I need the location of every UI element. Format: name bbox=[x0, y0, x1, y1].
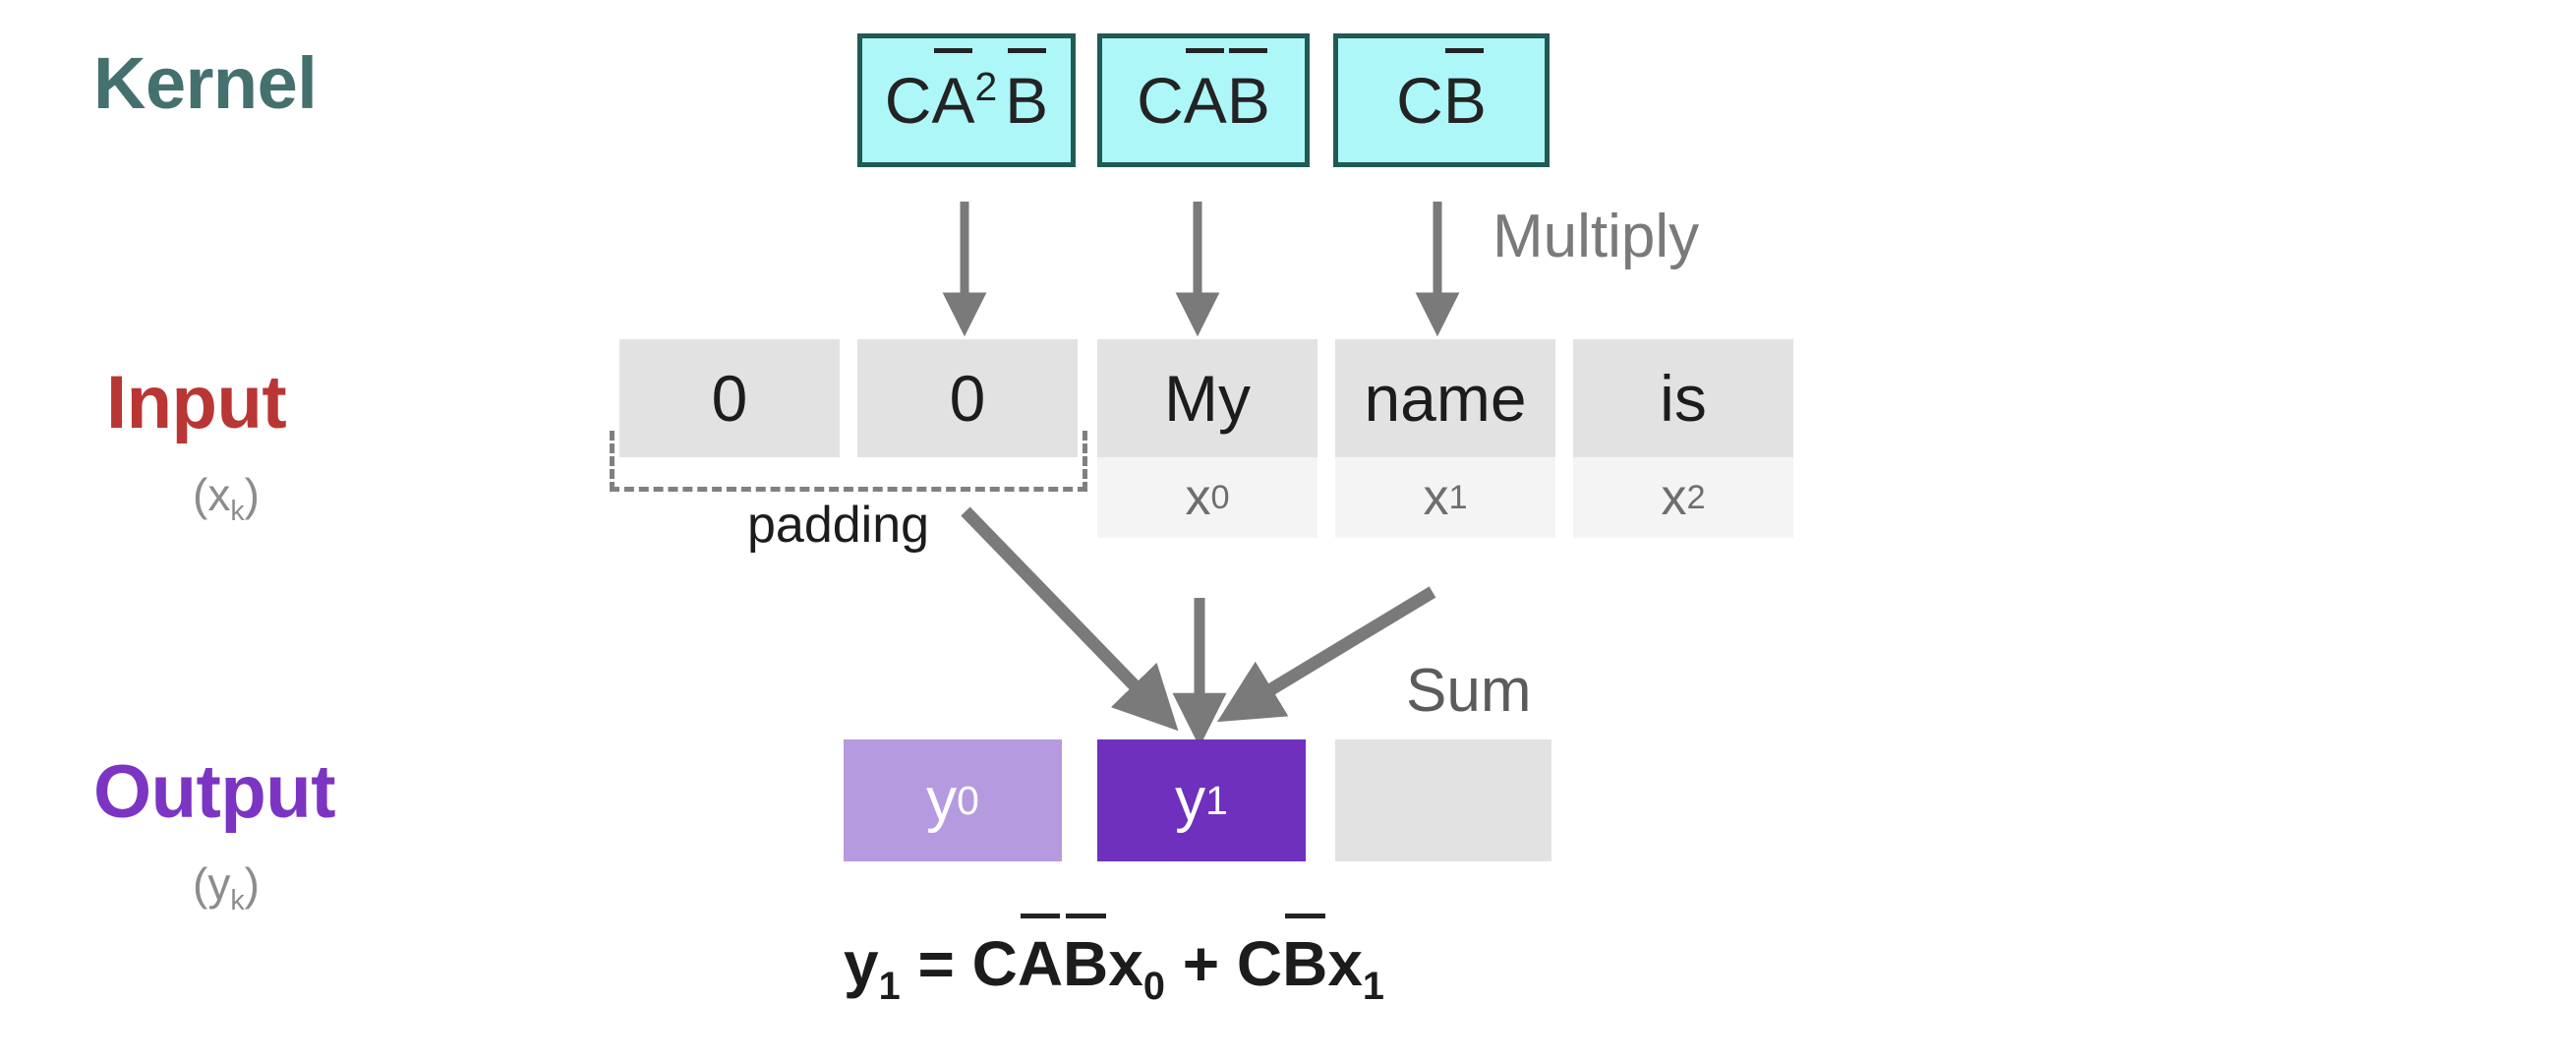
input-index-base-4: x bbox=[1661, 469, 1687, 526]
kernel-box-2: CB bbox=[1333, 33, 1550, 167]
input-word-2: My bbox=[1097, 339, 1317, 457]
formula-term1-a-bar: A bbox=[1017, 913, 1064, 999]
padding-annotation: padding bbox=[747, 497, 930, 554]
kernel-a-bar-1: A bbox=[1183, 48, 1227, 137]
kernel-row-label: Kernel bbox=[93, 42, 318, 124]
kernel-term-1: CAB bbox=[1137, 48, 1270, 137]
input-cell-padding-0: 0 bbox=[619, 339, 840, 538]
sum-annotation: Sum bbox=[1406, 657, 1532, 725]
sum-arrow-padding bbox=[961, 506, 1179, 732]
input-row-label: Input bbox=[106, 361, 287, 444]
output-sub-1: 1 bbox=[1205, 777, 1228, 823]
input-word-3: name bbox=[1335, 339, 1555, 457]
kernel-b-bar-0: B bbox=[1005, 48, 1049, 137]
formula-term1-x-sub: 0 bbox=[1142, 964, 1165, 1008]
kernel-exponent-0: 2 bbox=[974, 64, 998, 109]
input-word-1: 0 bbox=[857, 339, 1078, 457]
input-index-sub-4: 2 bbox=[1686, 478, 1706, 516]
input-sublabel-open: (x bbox=[193, 469, 231, 520]
formula-term1-c: C bbox=[971, 928, 1018, 999]
input-index-base-2: x bbox=[1185, 469, 1211, 526]
output-sublabel-close: ) bbox=[244, 858, 260, 910]
formula-lhs-sub: 1 bbox=[878, 964, 901, 1008]
input-index-sub-2: 0 bbox=[1210, 478, 1230, 516]
multiply-annotation: Multiply bbox=[1493, 203, 1700, 270]
formula-equals: = bbox=[917, 928, 955, 999]
formula-lhs-base: y bbox=[844, 928, 879, 999]
padding-bracket bbox=[610, 431, 1087, 492]
input-row-sublabel: (xk) bbox=[193, 472, 260, 526]
output-row-label: Output bbox=[93, 750, 336, 834]
input-index-base-3: x bbox=[1423, 469, 1449, 526]
output-sublabel-sub: k bbox=[230, 885, 245, 917]
output-formula: y1 = CABx0 + CBx1 bbox=[844, 913, 1384, 1008]
input-index-sub-3: 1 bbox=[1448, 478, 1468, 516]
kernel-c-2: C bbox=[1396, 64, 1443, 137]
formula-term2-x: x bbox=[1327, 928, 1363, 999]
kernel-box-1: CAB bbox=[1097, 33, 1310, 167]
input-sublabel-close: ) bbox=[244, 469, 260, 520]
input-cell-padding-1: 0 bbox=[857, 339, 1078, 538]
output-cell-empty bbox=[1335, 739, 1551, 861]
output-sublabel-open: (y bbox=[193, 858, 231, 910]
formula-term2-c: C bbox=[1236, 928, 1283, 999]
formula-term1-b-bar: B bbox=[1063, 913, 1109, 999]
sum-arrow-x1 bbox=[1216, 586, 1436, 723]
formula-term2-b-bar: B bbox=[1282, 913, 1328, 999]
kernel-b-bar-2: B bbox=[1442, 48, 1487, 137]
output-base-0: y bbox=[926, 766, 958, 834]
input-word-0: 0 bbox=[619, 339, 840, 457]
input-word-4: is bbox=[1573, 339, 1793, 457]
formula-term1-x: x bbox=[1108, 928, 1143, 999]
output-row-sublabel: (yk) bbox=[193, 861, 260, 915]
kernel-c-1: C bbox=[1137, 64, 1184, 137]
kernel-a-bar-0: A bbox=[931, 48, 975, 137]
kernel-c-0: C bbox=[884, 64, 932, 137]
output-base-1: y bbox=[1175, 766, 1206, 834]
output-sub-0: 0 bbox=[957, 777, 979, 823]
formula-term2-x-sub: 1 bbox=[1362, 964, 1384, 1008]
input-sublabel-sub: k bbox=[230, 496, 245, 528]
formula-plus: + bbox=[1182, 928, 1220, 999]
kernel-term-2: CB bbox=[1396, 48, 1487, 137]
kernel-b-bar-1: B bbox=[1226, 48, 1270, 137]
